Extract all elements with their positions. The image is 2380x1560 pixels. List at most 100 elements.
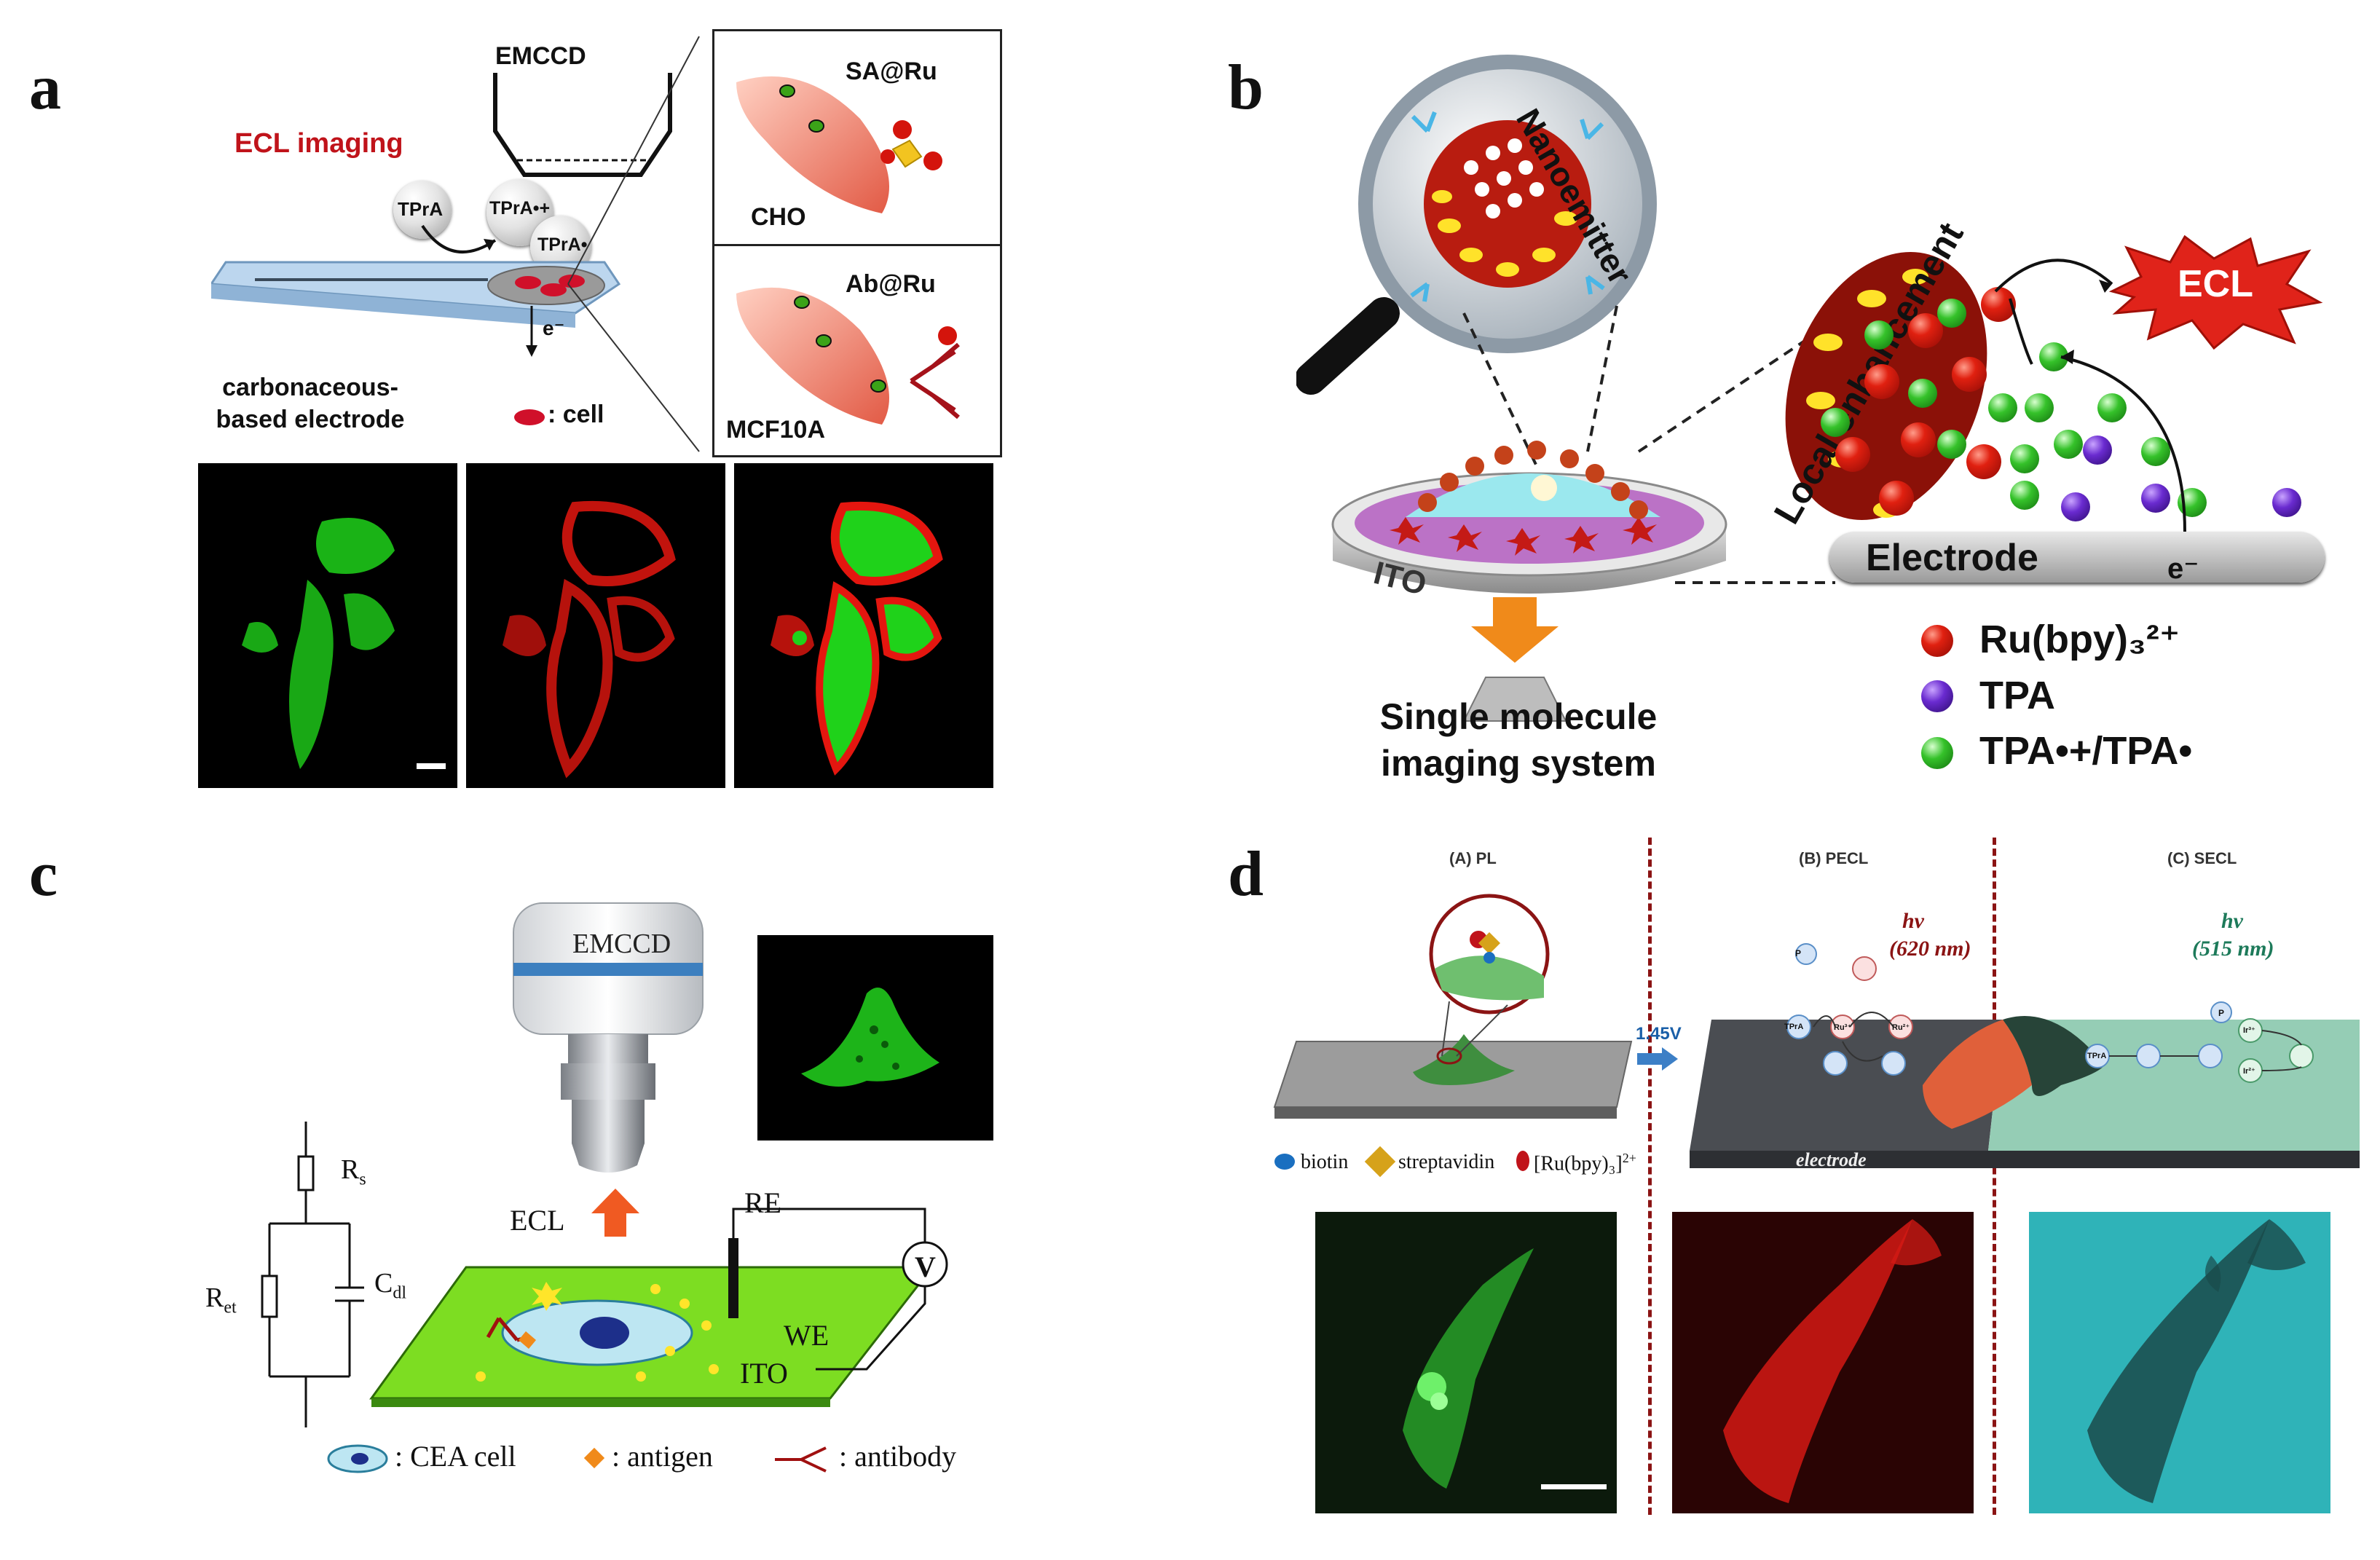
species-tpra-b: TPrA: [1784, 1023, 1804, 1031]
ret-symbol: R: [205, 1283, 224, 1313]
tpa-particle: [2141, 484, 2170, 513]
ret-label: Ret: [205, 1282, 237, 1318]
emccd-objective-icon: [493, 73, 672, 177]
legend-ru-text: [Ru(bpy)₃]: [1534, 1152, 1623, 1175]
tpra-label: TPrA: [398, 198, 444, 220]
tpa-radical-particle: [2025, 393, 2054, 422]
wavelength-c-label: (515 nm): [2192, 937, 2274, 961]
ret-subscript: et: [224, 1298, 237, 1317]
species-ru2-b: Ru²⁺: [1892, 1023, 1910, 1032]
ru-particle: [1901, 422, 1936, 457]
merged-cells-image: [771, 501, 943, 776]
legend-ru-charge: 2+: [1622, 1151, 1636, 1165]
ito-plate: [369, 1208, 948, 1407]
ru-particle: [1864, 364, 1899, 399]
rs-label: Rs: [341, 1154, 366, 1190]
micrograph-secl: [2029, 1212, 2330, 1513]
title-secl: (C) SECL: [2167, 849, 2237, 867]
legend-ru-label: Ru(bpy)₃²⁺: [1979, 618, 2180, 661]
electrode-caption: carbonaceous- based electrode: [194, 371, 427, 436]
ru-particle: [1879, 481, 1914, 516]
equivalent-circuit: [261, 1122, 364, 1427]
legend-antibody-icon: [775, 1446, 827, 1473]
legend-tpa-label: TPA: [1979, 674, 2055, 717]
cell-legend-icon: [514, 409, 545, 425]
title-pl: (A) PL: [1449, 849, 1497, 867]
legend-ru-icon: [1921, 625, 1953, 657]
micrograph-pecl: [1672, 1212, 1974, 1513]
tpa-radical-particle: [1988, 393, 2017, 422]
legend-antibody-label: : antibody: [839, 1440, 957, 1473]
tpa-radical-particle: [1908, 379, 1937, 408]
species-p-c: P: [2218, 1008, 2225, 1018]
emccd-label: EMCCD: [495, 42, 586, 70]
voltage-arrow-icon: [1637, 1047, 1678, 1071]
ecl-burst-icon: [2108, 235, 2323, 350]
legend-streptavidin-icon: [1364, 1146, 1396, 1178]
tpa-particle: [2272, 488, 2301, 517]
green-cea-image: [801, 988, 939, 1087]
tpa-radical-particle: [1937, 299, 1966, 328]
micrograph-cea-cell: [757, 935, 993, 1141]
tpa-radical-particle: [2141, 437, 2170, 466]
electrode-slab: [1690, 1016, 2360, 1168]
emccd-camera-icon: [513, 902, 704, 1173]
hv-b-label: hv: [1902, 909, 1924, 933]
legend-antigen-label: : antigen: [612, 1440, 713, 1473]
species-tpra-c: TPrA: [2087, 1052, 2107, 1060]
panel-c-label: c: [29, 839, 58, 910]
reaction-arrow-icon: [421, 224, 497, 253]
divider-line-2: [1993, 838, 1996, 1515]
emccd-camera-label: EMCCD: [572, 929, 671, 959]
species-ir3-c: Ir³⁺: [2243, 1026, 2255, 1035]
cell-legend-label: : cell: [548, 401, 604, 428]
legend-antigen-icon: [583, 1447, 605, 1469]
rs-subscript: s: [359, 1170, 366, 1189]
pecl-cycle: [1786, 943, 1913, 1076]
ru-particle: [1952, 357, 1987, 392]
tpa-particle: [2061, 492, 2090, 521]
legend-tpa-radical-icon: [1921, 737, 1953, 769]
tpra-radical-cation-label: TPrA•+: [489, 198, 551, 218]
ecl-burst-label: ECL: [2178, 263, 2253, 305]
micrograph-pl: [1315, 1212, 1617, 1513]
cho-label: CHO: [751, 203, 806, 231]
tpa-radical-particle: [2010, 481, 2039, 510]
rs-symbol: R: [341, 1154, 360, 1185]
electrode-label-d: electrode: [1796, 1149, 1867, 1170]
tpa-particle: [2083, 436, 2112, 465]
electron-label-b: e⁻: [2167, 553, 2199, 585]
tpa-radical-particle: [1864, 320, 1894, 350]
electrode-bar: [1829, 532, 2325, 583]
divider-line-1: [1648, 838, 1652, 1515]
tpra-molecule: [393, 181, 452, 239]
species-ru3-b: Ru³⁺: [1834, 1023, 1852, 1032]
panel-d-label: d: [1228, 839, 1264, 910]
legend-ru-label-d: [Ru(bpy)₃]2+: [1534, 1151, 1636, 1175]
micrograph-green-channel: [198, 463, 457, 788]
imaging-caption-line1: Single molecule: [1379, 696, 1658, 737]
micrograph-red-channel: [466, 463, 725, 788]
cdl-symbol: C: [374, 1268, 393, 1299]
ito-dish: [1331, 441, 1727, 594]
mcf10a-label: MCF10A: [726, 416, 826, 444]
inset-connector: [567, 36, 700, 452]
legend-tpa-radical-label: TPA•+/TPA•: [1979, 729, 2193, 773]
ecl-up-arrow-icon: [591, 1189, 639, 1237]
green-cells-image: [242, 518, 446, 769]
imaging-system-icon: [1462, 597, 1567, 722]
hv-c-label: hv: [2221, 909, 2243, 933]
pecl-red-image: [1723, 1219, 1942, 1503]
ru-particle: [1908, 313, 1943, 348]
legend-ru-icon-d: [1516, 1151, 1529, 1171]
sa-ru-label: SA@Ru: [846, 58, 937, 85]
ab-ru-label: Ab@Ru: [846, 270, 936, 298]
cdl-label: Cdl: [374, 1267, 406, 1304]
panel-a-label: a: [29, 52, 61, 123]
pl-slab: [1273, 894, 1633, 1119]
electrode-caption-line2: based electrode: [216, 406, 405, 433]
reaction-arrows-icon: [1994, 259, 2303, 571]
magnifier-icon: [1296, 55, 1657, 395]
legend-cea-cell-label: : CEA cell: [395, 1440, 516, 1473]
legend-biotin-label: biotin: [1301, 1151, 1349, 1173]
